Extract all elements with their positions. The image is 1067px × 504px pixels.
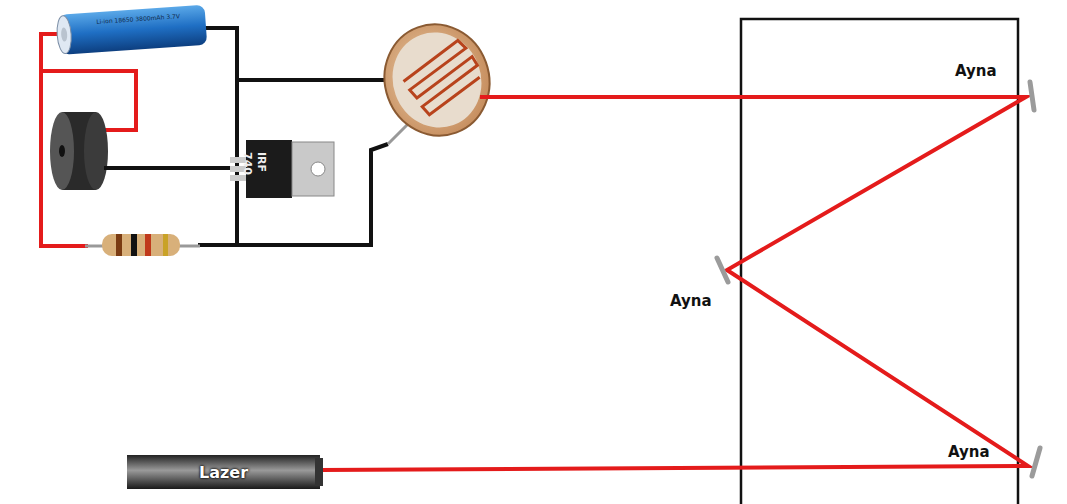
mosfet-irf740 xyxy=(230,140,334,198)
laser-node: Lazer xyxy=(127,455,320,489)
laser-body xyxy=(127,455,323,489)
mirror xyxy=(717,82,1040,476)
mirror-label: Ayna xyxy=(670,292,712,310)
resistor xyxy=(85,234,200,256)
mirror-label: Ayna xyxy=(955,62,997,80)
node-text: Lazer xyxy=(199,463,248,482)
mirror-label: Ayna xyxy=(948,443,990,461)
part-number: IRF xyxy=(255,152,268,172)
battery xyxy=(56,5,207,55)
buzzer xyxy=(50,112,150,190)
photoresistor xyxy=(369,10,505,151)
part-number: 740 xyxy=(241,152,254,175)
